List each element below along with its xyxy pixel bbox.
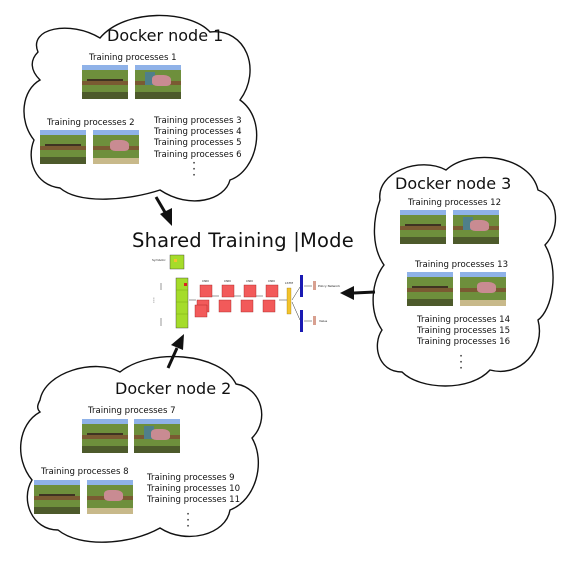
game-screenshot-thumbnail	[82, 65, 128, 99]
game-screenshot-thumbnail	[453, 210, 499, 244]
ellipsis-vertical-icon: ···	[186, 507, 190, 533]
cnn-label-1: CNN	[202, 279, 209, 283]
game-screenshot-thumbnail	[407, 272, 453, 306]
policy-head-block	[313, 281, 316, 290]
node-1-title: Docker node 1	[107, 26, 224, 45]
ellipsis-vertical-icon: ···	[192, 156, 196, 182]
game-screenshot-thumbnail	[87, 480, 133, 514]
cnn-layer-4	[262, 284, 279, 313]
process-item: Training processes 6	[154, 149, 242, 160]
cnn-label-4: CNN	[268, 279, 275, 283]
process-item: Training processes 10	[147, 484, 241, 495]
process-item: Training processes 15	[417, 326, 511, 337]
process-item: Training processes 14	[417, 315, 511, 325]
symbolic-label: Symbolic	[152, 258, 166, 262]
process-item: Training processes 16	[417, 337, 511, 348]
node-3-image-label-1: Training processes 12	[408, 198, 502, 208]
cnn-layer-2	[218, 284, 235, 313]
input-ellipsis-icon: ⋮	[151, 297, 157, 304]
game-screenshot-thumbnail	[93, 130, 139, 164]
cnn-label-2: CNN	[224, 279, 231, 283]
process-item: Training processes 4	[154, 127, 242, 138]
shared-training-title: Shared Training |Mode	[132, 229, 354, 252]
value-label: Value	[319, 319, 328, 323]
input-frame-stack	[175, 277, 189, 329]
value-output-bar	[300, 310, 303, 332]
node-2-process-list: Training processes 9 Training processes …	[147, 473, 240, 507]
ellipsis-vertical-icon: ···	[459, 349, 463, 375]
policy-label: Policy Network	[318, 284, 341, 288]
node-2-image-label-2: Training processes 8	[41, 467, 129, 477]
game-screenshot-thumbnail	[135, 65, 181, 99]
node-2-title: Docker node 2	[115, 379, 232, 398]
lstm-label: LSTM	[285, 281, 293, 285]
policy-output-bar	[300, 275, 303, 297]
game-screenshot-thumbnail	[134, 419, 180, 453]
node-1-image-label-2: Training processes 2	[47, 118, 135, 128]
game-screenshot-thumbnail	[460, 272, 506, 306]
cnn-layer-3	[240, 284, 257, 313]
game-screenshot-thumbnail	[40, 130, 86, 164]
node-1-image-label-1: Training processes 1	[89, 53, 177, 63]
node-3-title: Docker node 3	[395, 174, 512, 193]
cnn-layer-1	[194, 284, 213, 318]
input-frame-marker	[184, 283, 187, 286]
value-head-block	[313, 316, 316, 325]
symbolic-input-marker	[174, 259, 177, 262]
process-item: Training processes 5	[154, 138, 242, 149]
node-2-image-label-1: Training processes 7	[88, 406, 176, 416]
game-screenshot-thumbnail	[34, 480, 80, 514]
node-3-process-list: Training processes 14 Training processes…	[417, 315, 510, 349]
process-item: Training processes 11	[147, 495, 241, 506]
process-item: Training processes 9	[147, 473, 235, 483]
lstm-block	[286, 287, 292, 315]
node-1-process-list: Training processes 3 Training processes …	[154, 116, 242, 161]
game-screenshot-thumbnail	[400, 210, 446, 244]
process-item: Training processes 3	[154, 116, 242, 126]
game-screenshot-thumbnail	[82, 419, 128, 453]
node-3-image-label-2: Training processes 13	[415, 260, 509, 270]
cnn-label-3: CNN	[246, 279, 253, 283]
